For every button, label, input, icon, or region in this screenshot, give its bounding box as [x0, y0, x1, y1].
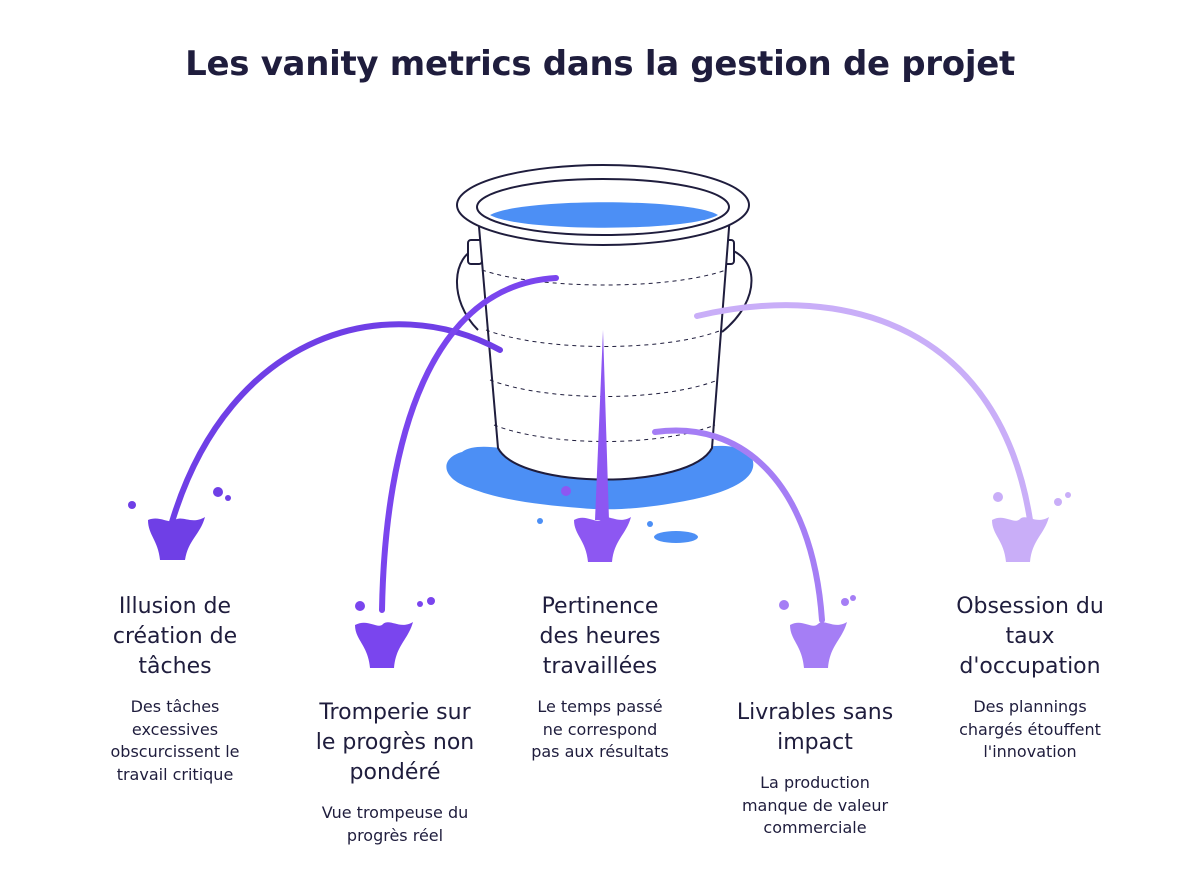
stream-4	[652, 427, 825, 623]
stream-3	[595, 330, 609, 520]
water-surface	[490, 202, 718, 228]
metric-description: Des tâches excessives obscurcissent le t…	[110, 697, 240, 784]
water-drop	[537, 518, 543, 524]
splash-4	[779, 595, 856, 668]
metric-description: La production manque de valeur commercia…	[741, 773, 889, 837]
splash-5	[992, 492, 1071, 562]
metric-description: Vue trompeuse du progrès réel	[321, 803, 469, 845]
page-title: Les vanity metrics dans la gestion de pr…	[185, 44, 1015, 84]
metric-description: Le temps passé ne correspond pas aux rés…	[531, 697, 669, 761]
splash-1	[128, 487, 231, 560]
splash-3	[561, 486, 631, 562]
splash-2	[355, 597, 435, 668]
metric-description: Des plannings chargés étouffent l'innova…	[959, 697, 1101, 761]
metric-deliverables-without-impact: Livrables sans impact La production manq…	[705, 698, 925, 840]
metric-task-creation-illusion: Illusion de création de tâches Des tâche…	[70, 592, 280, 786]
metric-unweighted-progress: Tromperie sur le progrès non pondéré Vue…	[290, 698, 500, 847]
metric-title: Pertinence des heures travaillées	[539, 594, 661, 679]
water-drop	[654, 531, 698, 543]
metric-occupancy-obsession: Obsession du taux d'occupation Des plann…	[920, 592, 1140, 764]
metric-title: Obsession du taux d'occupation	[956, 594, 1104, 679]
water-drop	[647, 521, 653, 527]
stream-2	[379, 275, 559, 613]
metric-title: Illusion de création de tâches	[112, 594, 238, 679]
stream-5	[694, 302, 1033, 523]
metric-title: Tromperie sur le progrès non pondéré	[315, 700, 475, 785]
metric-hours-worked: Pertinence des heures travaillées Le tem…	[495, 592, 705, 764]
metric-title: Livrables sans impact	[736, 700, 894, 755]
